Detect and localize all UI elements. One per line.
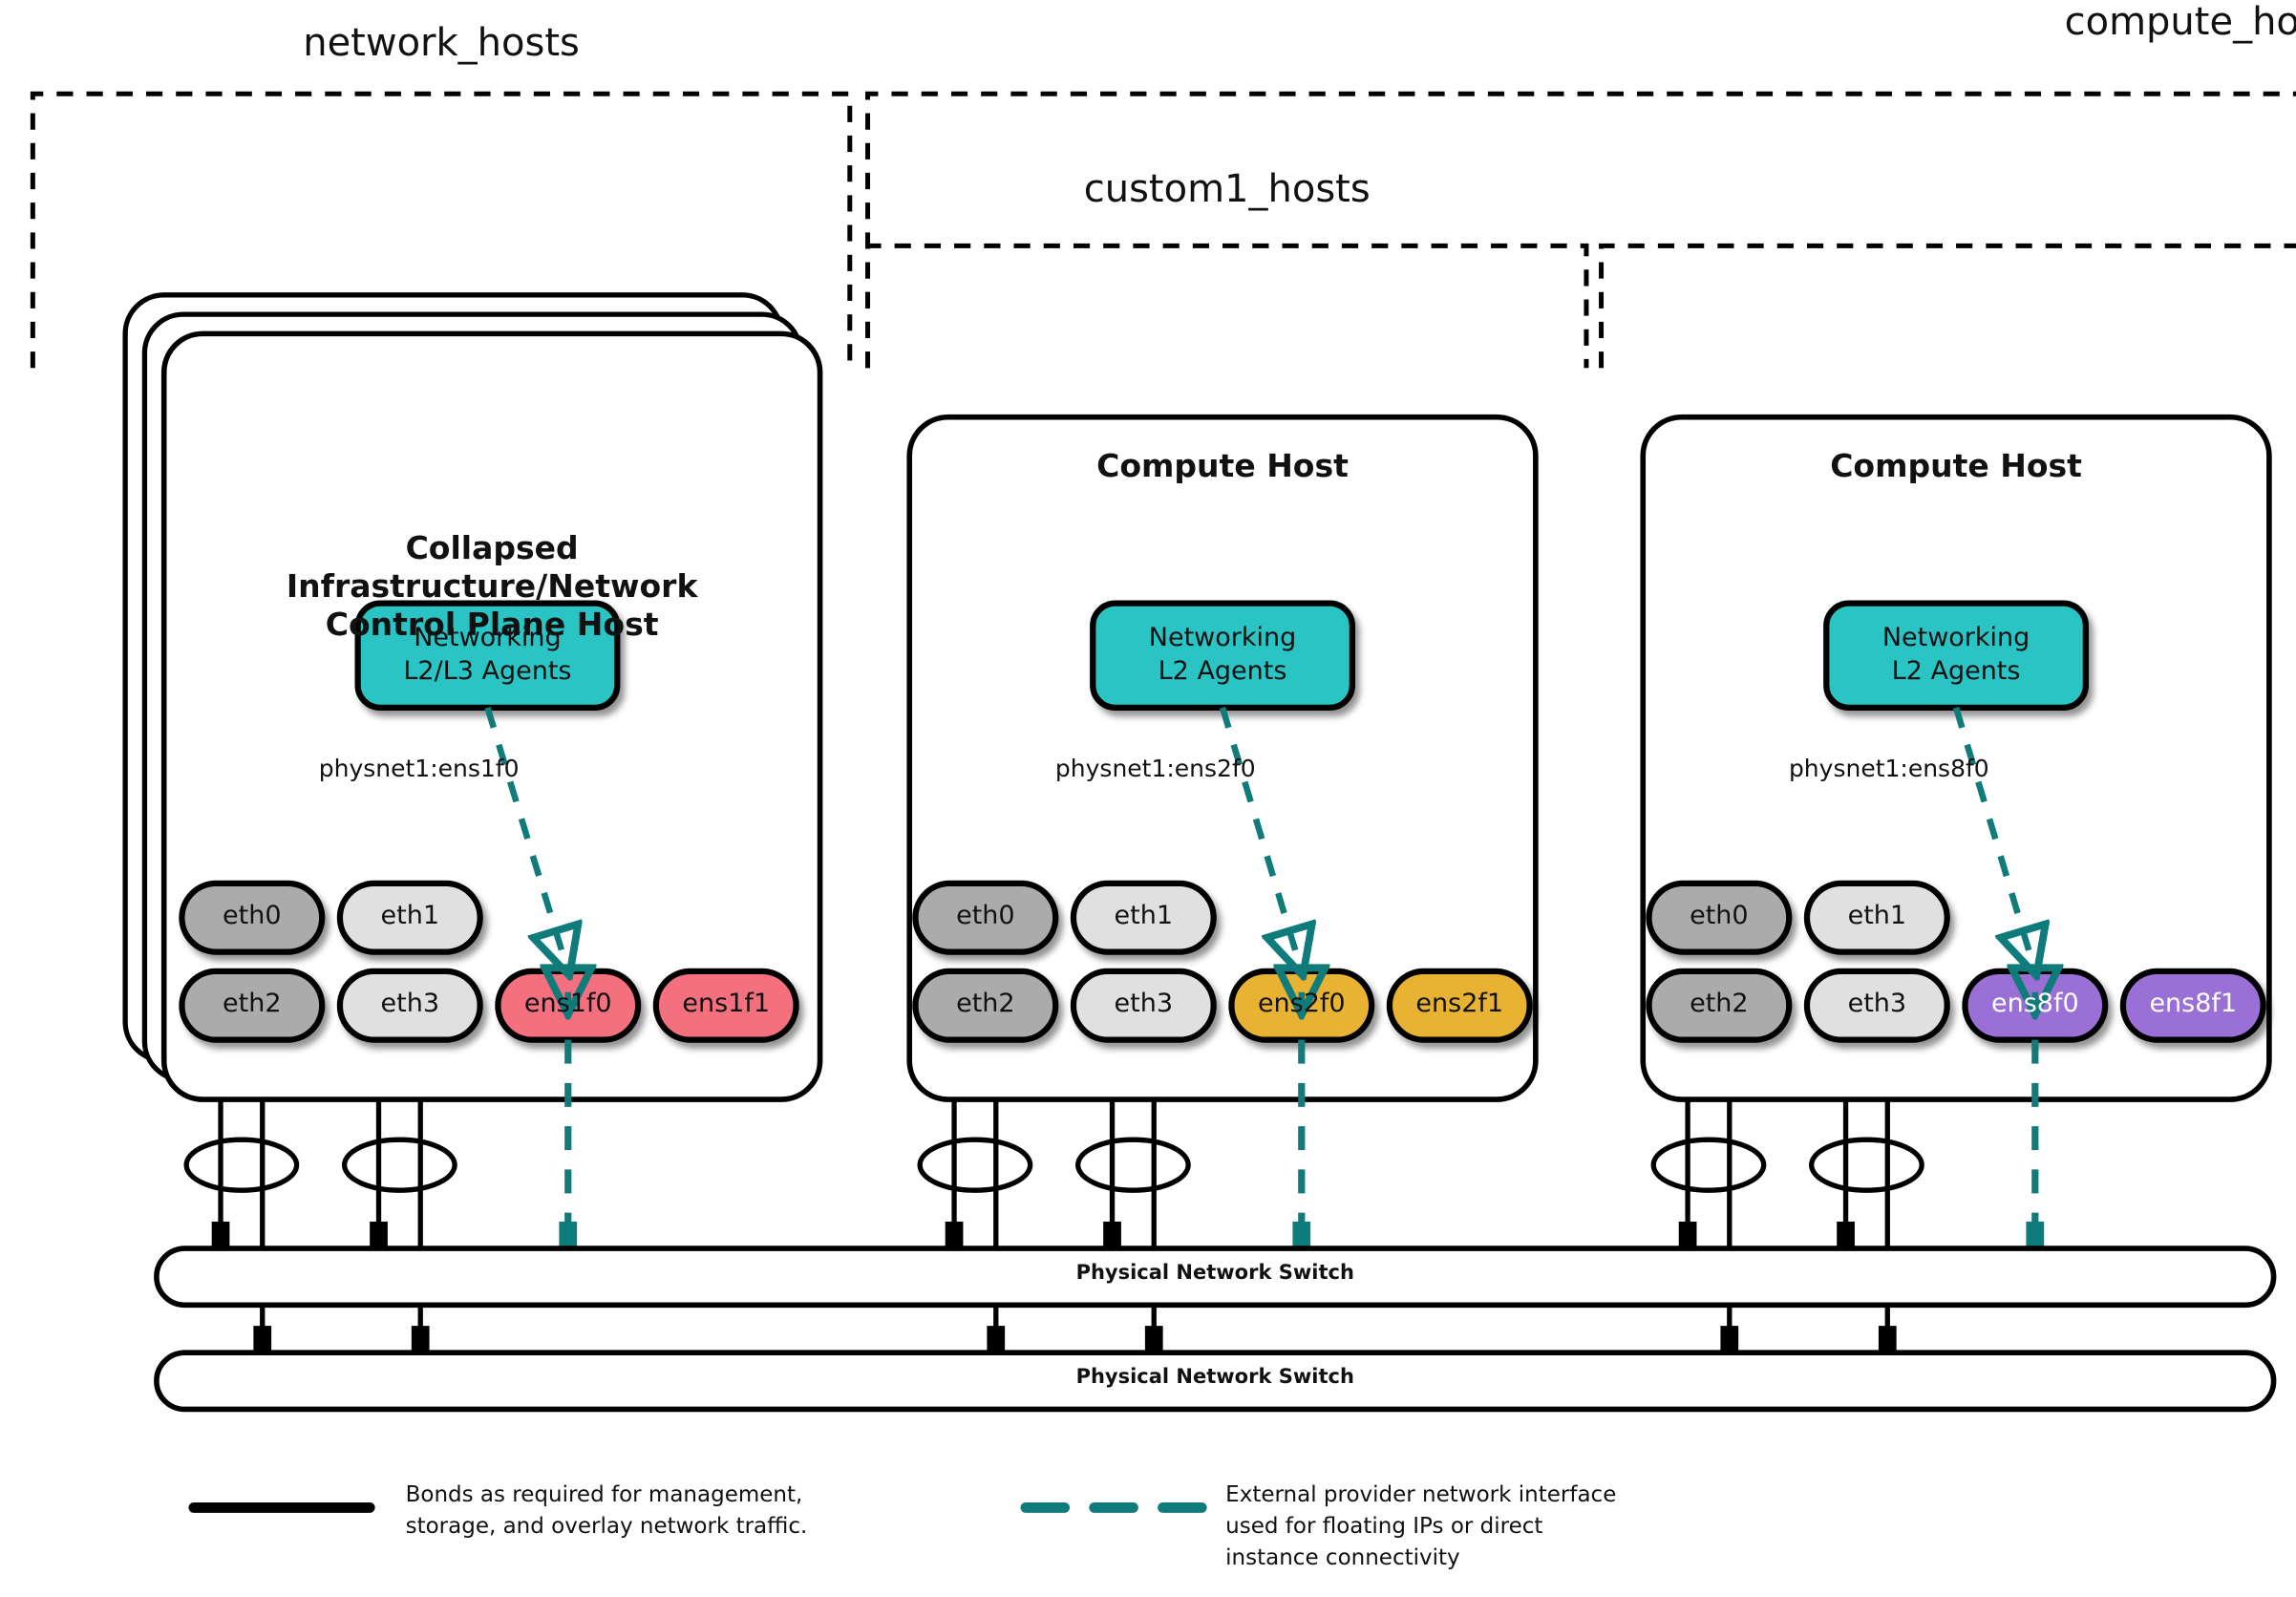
nic-pill-eth2[interactable] [179,968,326,1043]
provider-switch-connector [2026,1221,2045,1249]
networking-agent-box [1090,600,1355,711]
legend-provider-text: External provider network interface used… [1225,1481,1617,1571]
group-label-compute_hosts: compute_hosts [2064,0,2296,44]
nic-pill-eth0[interactable] [912,880,1059,955]
nic-pill-ens2f1[interactable] [1386,968,1533,1043]
switch-port-connector [253,1326,272,1353]
bond-ellipse [917,1137,1033,1193]
bond-ellipse [183,1137,300,1193]
switch-port-connector [1144,1326,1163,1353]
switch-port-connector [987,1326,1006,1353]
host-title-collapsed-control-plane: Collapsed Infrastructure/Network Control… [286,528,698,644]
host-card-compute-host-1 [906,414,1539,1102]
nic-pill-eth0[interactable] [179,880,326,955]
switch-bottom-label: Physical Network Switch [1075,1364,1354,1388]
nic-pill-eth3[interactable] [1803,968,1950,1043]
host-card-front [906,414,1539,1102]
nic-pill-eth1[interactable] [1803,880,1950,955]
physnet-label-compute-host-1: physnet1:ens2f0 [1054,754,1256,782]
switch-port-connector [1678,1221,1697,1249]
bond-ellipse [1650,1137,1767,1193]
provider-switch-connector [559,1221,578,1249]
switch-top-label: Physical Network Switch [1075,1260,1354,1284]
host-title-compute-host-1: Compute Host [1096,446,1349,484]
nic-pill-eth2[interactable] [912,968,1059,1043]
nic-pill-eth1[interactable] [1070,880,1217,955]
provider-network-link [1219,706,1302,971]
nic-pill-eth1[interactable] [336,880,483,955]
switch-port-connector [370,1221,388,1249]
bond-ellipse [1809,1137,1924,1193]
nic-pill-eth2[interactable] [1646,968,1793,1043]
switch-port-connector [945,1221,964,1249]
provider-switch-connector [1292,1221,1311,1249]
networking-agent-box [1823,600,2090,711]
physnet-label-collapsed-control-plane: physnet1:ens1f0 [318,754,520,782]
provider-link-layer [484,706,2045,1249]
switch-port-connector [1878,1326,1897,1353]
host-card-front [1640,414,2272,1102]
group-box-custom2_hosts [1599,243,2296,369]
switch-port-connector [211,1221,230,1249]
host-title-compute-host-2: Compute Host [1830,446,2082,484]
nic-layer [179,880,2266,1043]
group-label-custom1_hosts: custom1_hosts [1083,166,1371,211]
group-label-network_hosts: network_hosts [303,20,580,65]
provider-network-link [484,706,567,971]
host-group-boxes [30,91,2296,369]
switch-port-connector [1837,1221,1855,1249]
nic-pill-eth3[interactable] [1070,968,1217,1043]
bond-ellipse [1074,1137,1191,1193]
nic-pill-eth3[interactable] [336,968,483,1043]
switch-top [154,1246,2277,1309]
nic-pill-ens1f1[interactable] [652,968,799,1043]
switch-port-connector [1103,1221,1121,1249]
physnet-label-compute-host-2: physnet1:ens8f0 [1788,754,1989,782]
bond-ellipse [341,1137,457,1193]
switch-port-connector [1720,1326,1739,1353]
group-label-custom2_hosts: custom2_hosts [1602,167,2296,211]
nic-pill-ens8f1[interactable] [2119,968,2266,1043]
group-box-compute_hosts [865,91,2296,369]
host-card-compute-host-2 [1640,414,2272,1102]
legend-bond-text: Bonds as required for management, storag… [405,1481,808,1540]
group-box-custom1_hosts [865,243,1589,369]
nic-pill-eth0[interactable] [1646,880,1793,955]
group-box-network_hosts [30,91,853,369]
switch-layer [154,1246,2277,1413]
switch-port-connector [411,1326,430,1353]
switch-bottom [154,1350,2277,1413]
provider-network-link [1952,706,2035,971]
